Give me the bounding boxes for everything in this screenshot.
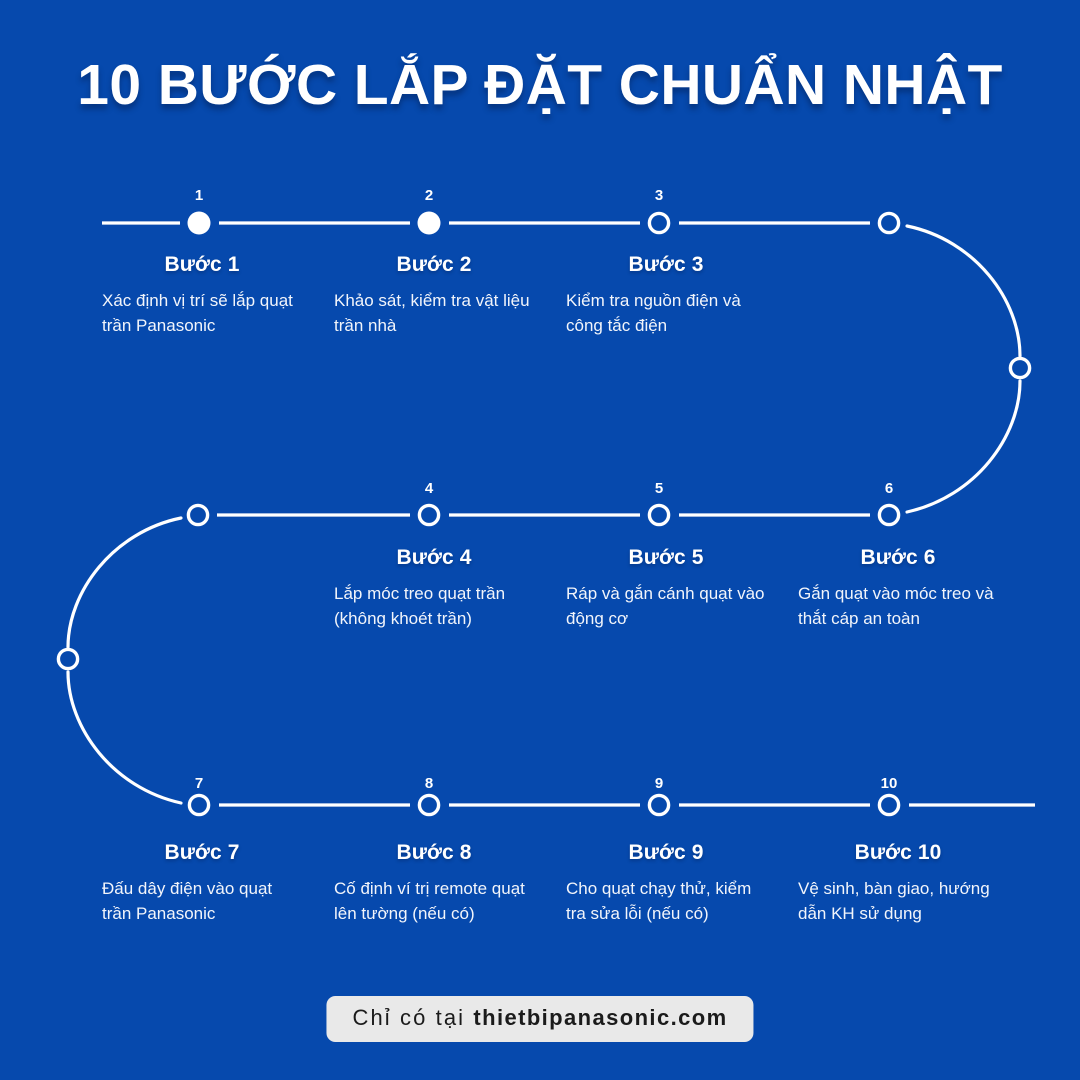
step-number-9: 9 xyxy=(654,775,664,792)
page-title: 10 BƯỚC LẮP ĐẶT CHUẨN NHẬT xyxy=(77,53,1003,117)
step-description-6: Gắn quạt vào móc treo và thắt cáp an toà… xyxy=(798,584,994,629)
step-heading-5: Bước 5 xyxy=(628,546,704,569)
step-heading-3: Bước 3 xyxy=(628,253,704,276)
step-node-9 xyxy=(647,793,671,817)
step-heading-6: Bước 6 xyxy=(860,546,936,569)
step-number-7: 7 xyxy=(194,775,204,792)
step-description-10: Vệ sinh, bàn giao, hướng dẫn KH sử dụng xyxy=(798,879,990,924)
step-description-5: Ráp và gắn cánh quạt vào động cơ xyxy=(566,584,765,629)
step-number-1: 1 xyxy=(194,187,204,204)
step-heading-10: Bước 10 xyxy=(854,841,942,864)
step-node-10 xyxy=(877,793,901,817)
step-block-7: 7 Bước 7 Đấu dây điện vào quạt trần Pana… xyxy=(102,775,302,926)
step-number-4: 4 xyxy=(424,480,434,497)
step-heading-4: Bước 4 xyxy=(396,546,472,569)
step-block-4: 4 Bước 4 Lắp móc treo quạt trần (không k… xyxy=(334,480,534,631)
footer-badge-site: thietbipanasonic.com xyxy=(473,1005,728,1030)
step-node-5 xyxy=(647,503,671,527)
step-description-4: Lắp móc treo quạt trần (không khoét trần… xyxy=(334,584,506,629)
step-heading-2: Bước 2 xyxy=(396,253,472,276)
step-description-1: Xác định vị trí sẽ lắp quạt trần Panason… xyxy=(102,291,293,336)
footer-site-badge[interactable]: Chỉ có tại thietbipanasonic.com xyxy=(326,996,754,1043)
timeline-curve-right-lower xyxy=(905,379,1022,514)
step-number-2: 2 xyxy=(424,187,434,204)
step-description-7: Đấu dây điện vào quạt trần Panasonic xyxy=(102,879,273,924)
step-node-4 xyxy=(417,503,441,527)
step-block-2: 2 Bước 2 Khảo sát, kiểm tra vật liệu trầ… xyxy=(334,187,534,338)
step-node-7 xyxy=(187,793,211,817)
connector-node-left xyxy=(56,647,80,671)
timeline-curve-left-lower xyxy=(66,670,183,805)
timeline-curve-right-upper xyxy=(905,224,1022,358)
footer-badge-prefix: Chỉ có tại xyxy=(352,1005,474,1030)
step-heading-8: Bước 8 xyxy=(396,841,472,864)
step-block-9: 9 Bước 9 Cho quạt chạy thử, kiểm tra sửa… xyxy=(566,775,766,926)
step-node-1 xyxy=(187,211,211,235)
step-node-8 xyxy=(417,793,441,817)
step-description-9: Cho quạt chạy thử, kiểm tra sửa lỗi (nếu… xyxy=(566,879,752,924)
step-description-3: Kiểm tra nguồn điện và công tắc điện xyxy=(566,291,741,336)
step-heading-1: Bước 1 xyxy=(164,253,240,276)
step-block-10: 10 Bước 10 Vệ sinh, bàn giao, hướng dẫn … xyxy=(798,775,998,926)
step-heading-9: Bước 9 xyxy=(628,841,704,864)
step-number-8: 8 xyxy=(424,775,434,792)
step-number-3: 3 xyxy=(654,187,664,204)
step-block-8: 8 Bước 8 Cố định ví trị remote quạt lên … xyxy=(334,775,534,926)
step-number-10: 10 xyxy=(880,775,898,792)
step-block-1: 1 Bước 1 Xác định vị trí sẽ lắp quạt trầ… xyxy=(102,187,302,338)
step-node-6 xyxy=(877,503,901,527)
timeline-curve-left-upper xyxy=(66,516,183,649)
step-block-6: 6 Bước 6 Gắn quạt vào móc treo và thắt c… xyxy=(798,480,998,631)
connector-node-right xyxy=(1008,356,1032,380)
step-number-6: 6 xyxy=(884,480,894,497)
step-heading-7: Bước 7 xyxy=(164,841,240,864)
step-block-5: 5 Bước 5 Ráp và gắn cánh quạt vào động c… xyxy=(566,480,766,631)
step-description-8: Cố định ví trị remote quạt lên tường (nế… xyxy=(334,879,525,924)
step-description-2: Khảo sát, kiểm tra vật liệu trần nhà xyxy=(334,291,530,336)
step-block-3: 3 Bước 3 Kiểm tra nguồn điện và công tắc… xyxy=(566,187,766,338)
step-node-3 xyxy=(647,211,671,235)
step-node-2 xyxy=(417,211,441,235)
connector-node-right-top xyxy=(877,211,901,235)
connector-node-right-bottom xyxy=(186,503,210,527)
step-number-5: 5 xyxy=(654,480,664,497)
